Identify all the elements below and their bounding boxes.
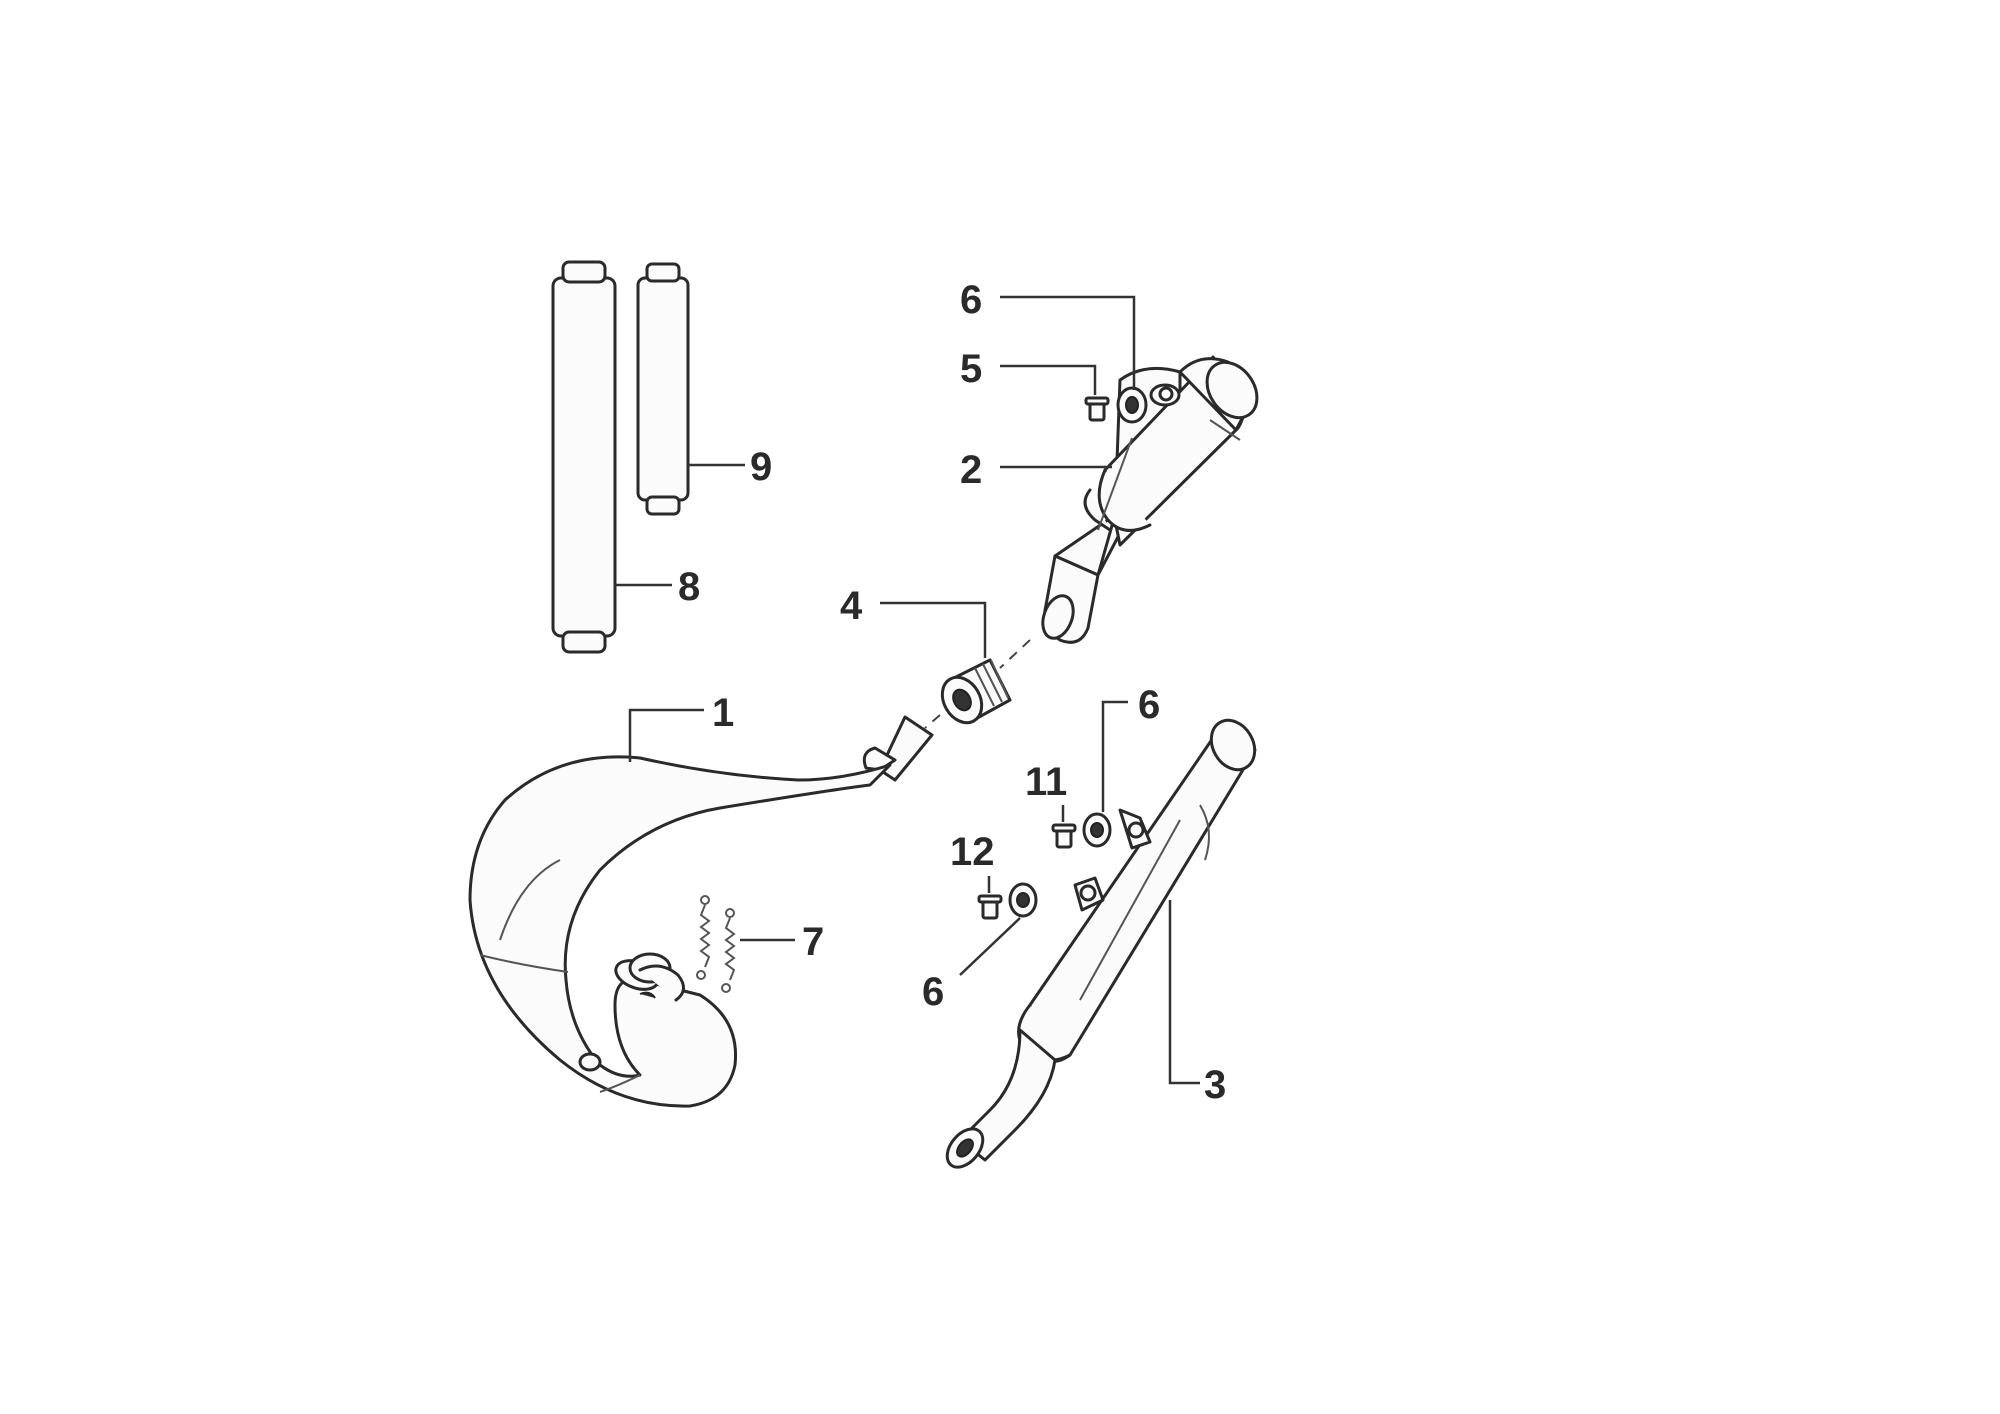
part-7-springs xyxy=(696,895,736,993)
callout-8: 8 xyxy=(678,565,700,609)
part-5-bolt-top xyxy=(1084,396,1110,422)
leader-6-top xyxy=(1000,295,1136,390)
callout-1: 1 xyxy=(712,691,734,735)
callout-6-top: 6 xyxy=(960,278,982,322)
part-3-silencer-lower xyxy=(945,718,1257,1169)
callout-12: 12 xyxy=(950,830,995,874)
callout-7: 7 xyxy=(802,920,824,964)
callout-4: 4 xyxy=(840,584,863,628)
leader-3 xyxy=(1168,900,1200,1085)
part-6-washer-middle xyxy=(1082,812,1112,848)
callout-2: 2 xyxy=(960,448,982,492)
callout-6-bottom: 6 xyxy=(922,970,944,1014)
part-4-connecting-sleeve xyxy=(940,658,1012,725)
part-1-expansion-chamber xyxy=(468,715,934,1108)
callout-5: 5 xyxy=(960,347,982,391)
part-6-washer-top xyxy=(1116,386,1148,424)
leader-4 xyxy=(880,601,987,658)
part-2-silencer-upper xyxy=(1041,355,1259,644)
callout-6-mid: 6 xyxy=(1138,683,1160,727)
part-11-bolt xyxy=(1051,823,1077,849)
callout-3: 3 xyxy=(1204,1063,1226,1107)
callout-9: 9 xyxy=(750,445,772,489)
part-9-silencer-insert-short xyxy=(636,262,690,516)
part-12-bolt xyxy=(977,894,1003,920)
part-6-washer-bottom xyxy=(1008,882,1038,918)
callout-11: 11 xyxy=(1025,760,1067,804)
leader-5 xyxy=(1000,364,1097,395)
part-8-silencer-insert-long xyxy=(551,260,617,654)
leader-6-mid xyxy=(1101,700,1128,812)
leader-6-bottom xyxy=(959,917,1021,976)
assembly-axis-upper xyxy=(999,639,1031,669)
leader-1 xyxy=(628,708,704,762)
assembly-axis-lower xyxy=(924,714,941,729)
